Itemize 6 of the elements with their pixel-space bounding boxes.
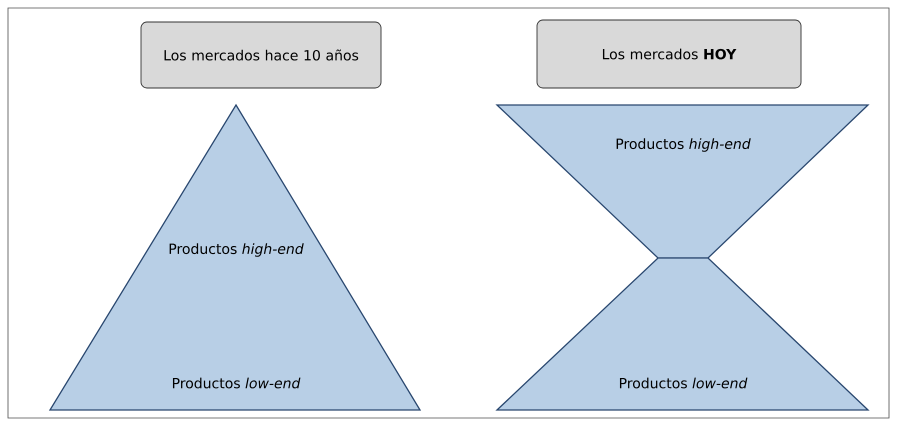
shape-label: Productos low-end bbox=[620, 378, 748, 388]
shape-label: Productos high-end bbox=[616, 138, 751, 152]
shape-label: Productos high-end bbox=[170, 243, 304, 257]
shape-label: Productos low-end bbox=[172, 378, 300, 388]
header-box: Los mercados HOY bbox=[536, 20, 802, 88]
header-box: Los mercados hace 10 años bbox=[140, 22, 382, 88]
